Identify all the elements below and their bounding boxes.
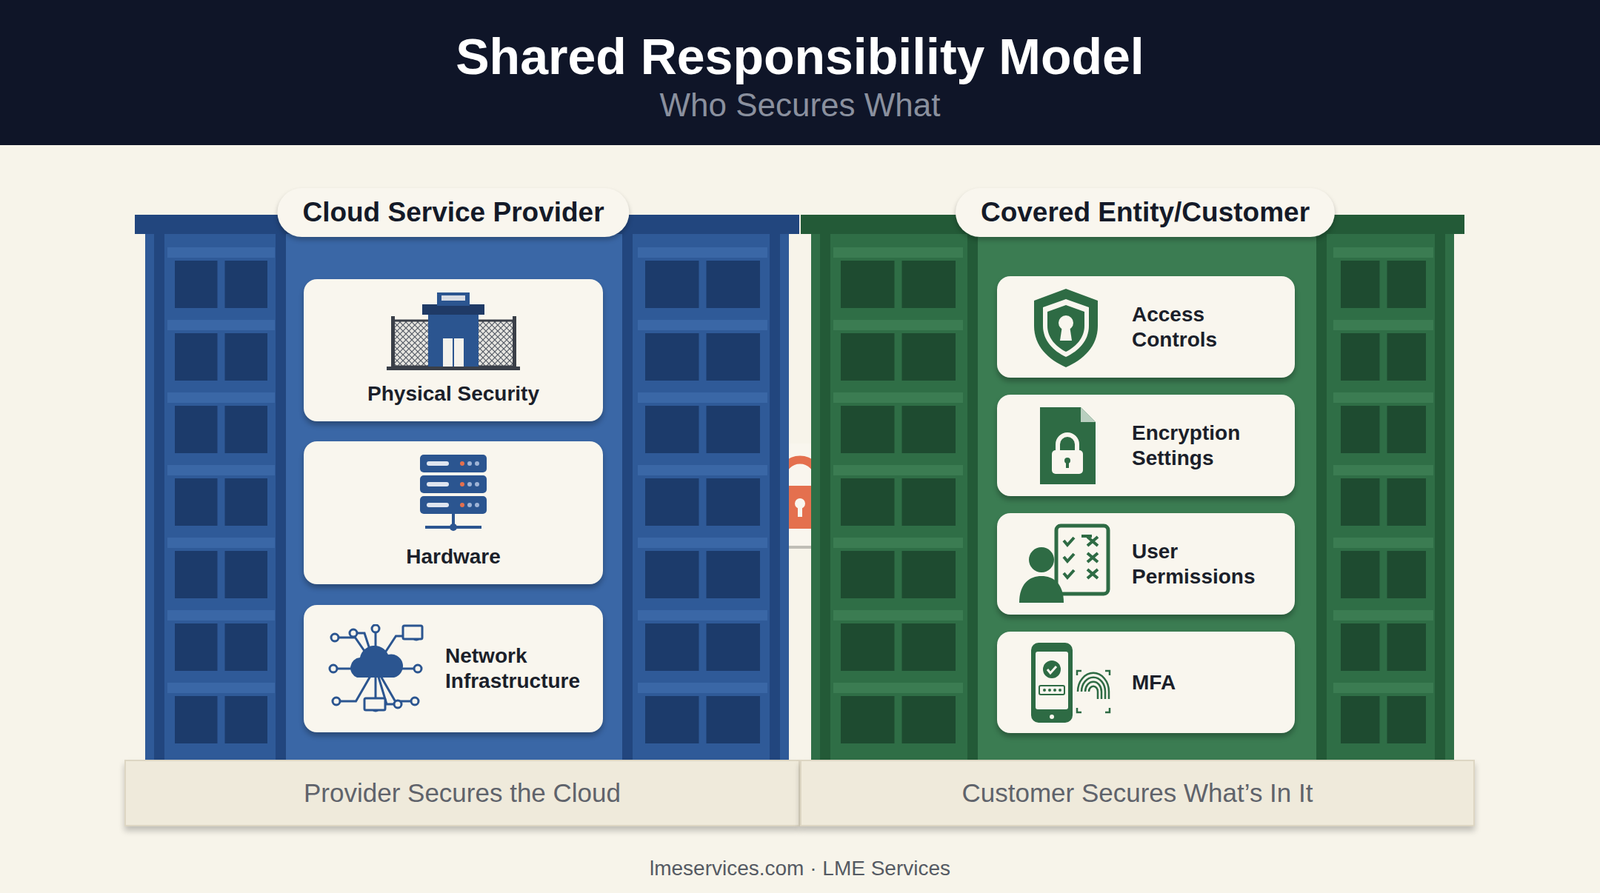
doc-icon	[1010, 401, 1122, 491]
card-label: Hardware	[405, 544, 501, 570]
title: Shared Responsibility Model	[0, 31, 1600, 82]
responsibility-card: Physical Security	[303, 279, 603, 422]
shield-icon	[1010, 282, 1122, 372]
card-label: Physical Security	[367, 381, 540, 407]
band-caption: Provider Secures the Cloud	[303, 778, 621, 809]
responsibility-card: Encryption Settings	[997, 394, 1295, 497]
building-panel: Cloud Service ProviderPhysical SecurityH…	[145, 216, 789, 760]
responsibility-card: Access Controls	[997, 276, 1295, 378]
header-bar	[0, 0, 1600, 146]
responsibility-card: Network Infrastructure	[303, 605, 603, 733]
summary-band: Customer Secures What’s In It	[800, 760, 1475, 827]
responsibility-card: User Permissions	[997, 513, 1295, 615]
server-icon	[379, 451, 528, 535]
band-caption: Customer Secures What’s In It	[962, 778, 1314, 809]
card-label: Encryption Settings	[1131, 420, 1273, 471]
building-panel: Covered Entity/CustomerAccess ControlsEn…	[811, 216, 1455, 760]
responsibility-card: Hardware	[303, 441, 603, 585]
user-icon	[1010, 520, 1122, 609]
phone-icon	[1010, 638, 1122, 728]
card-label: Network Infrastructure	[445, 643, 586, 694]
fort-icon	[379, 289, 528, 373]
summary-band: Provider Secures the Cloud	[124, 760, 800, 827]
subtitle: Who Secures What	[0, 87, 1600, 123]
group-heading: Covered Entity/Customer	[955, 188, 1335, 238]
group-heading: Cloud Service Provider	[277, 188, 629, 238]
responsibility-card: MFA	[997, 631, 1295, 734]
card-label: User Permissions	[1131, 539, 1273, 589]
card-label: Access Controls	[1131, 302, 1273, 352]
net-icon	[320, 624, 432, 714]
footer-note: lmeservices.com · LME Services	[0, 857, 1600, 881]
card-label: MFA	[1131, 670, 1176, 696]
